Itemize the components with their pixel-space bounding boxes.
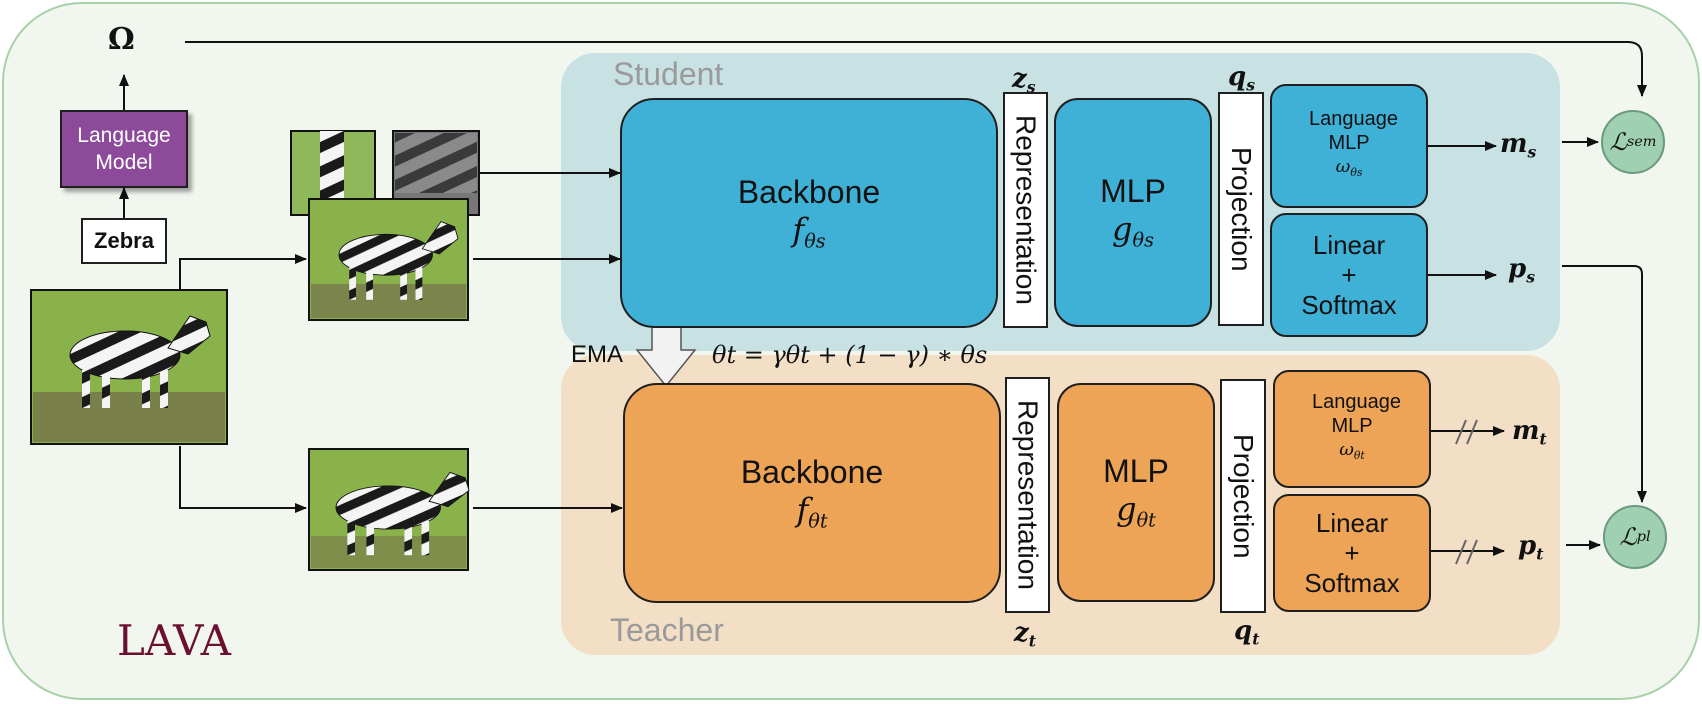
student-plus-label: + <box>1341 260 1357 290</box>
student-linear-label: Linear <box>1312 230 1386 260</box>
input-to-student-view-arrow <box>179 254 307 290</box>
double-slash-icon <box>1455 419 1478 565</box>
student-lmlp-sub: θs <box>1350 165 1363 179</box>
q-t-symbol: qt <box>1234 616 1260 649</box>
student-language-mlp: Language MLP ωθs <box>1270 84 1428 208</box>
language-model-label: Language Model <box>77 124 171 174</box>
student-projection-label: Projection <box>1226 146 1257 272</box>
student-mlp-sub: θs <box>1132 228 1154 252</box>
z-s-symbol: zs <box>1012 64 1036 97</box>
teacher-mlp-symbol: g <box>1116 490 1137 529</box>
teacher-view-icon <box>308 448 470 571</box>
teacher-language-mlp-label: Language MLP <box>1312 391 1401 438</box>
student-label: Student <box>613 56 724 92</box>
teacher-backbone-label: Backbone <box>740 453 884 490</box>
q-s-symbol: qs <box>1228 62 1255 95</box>
ema-label: EMA <box>571 341 624 368</box>
omega-symbol: Ω <box>108 22 135 57</box>
student-projection: Projection <box>1218 92 1264 326</box>
student-backbone: Backbone fθs <box>620 98 998 328</box>
class-name-box: Zebra <box>81 218 167 264</box>
teacher-representation-label: Representation <box>1012 400 1044 590</box>
p-t-symbol: pt <box>1518 531 1544 564</box>
teacher-label: Teacher <box>610 612 724 648</box>
student-representation: Representation <box>1003 92 1048 328</box>
teacher-representation: Representation <box>1005 377 1050 613</box>
teacher-projection-label: Projection <box>1228 433 1259 559</box>
input-to-teacher-view-arrow <box>179 446 307 513</box>
teacher-lmlp-symbol: ω <box>1339 439 1354 461</box>
teacher-mlp-label: MLP <box>1103 453 1169 490</box>
teacher-lmlp-sub: θt <box>1353 448 1365 462</box>
ema-equation: θt = γθt + (1 − γ) ∗ θs <box>712 341 988 369</box>
teacher-backbone: Backbone fθt <box>623 383 1001 603</box>
lava-title: LAVA <box>117 616 231 665</box>
teacher-linear-softmax: Linear + Softmax <box>1273 494 1431 612</box>
m-s-symbol: ms <box>1500 129 1537 162</box>
student-mlp-symbol: g <box>1112 210 1133 249</box>
omega-to-lsem-arrow <box>185 41 1647 97</box>
teacher-mlp-sub: θt <box>1136 508 1156 532</box>
z-t-symbol: zt <box>1014 618 1036 651</box>
zebra-photo-icon <box>30 289 228 445</box>
teacher-mlp: MLP gθt <box>1057 383 1215 602</box>
student-mlp-label: MLP <box>1100 173 1166 210</box>
student-language-mlp-label: Language MLP <box>1309 108 1398 155</box>
teacher-projection: Projection <box>1220 379 1266 613</box>
class-name-label: Zebra <box>94 228 154 253</box>
student-softmax-label: Softmax <box>1301 290 1397 320</box>
p-s-symbol: ps <box>1508 254 1535 287</box>
teacher-softmax-label: Softmax <box>1304 568 1400 598</box>
language-model-block: Language Model <box>60 110 188 188</box>
teacher-plus-label: + <box>1344 538 1360 568</box>
student-lmlp-symbol: ω <box>1335 156 1351 178</box>
teacher-backbone-sub: θt <box>808 509 828 533</box>
m-t-symbol: mt <box>1512 416 1547 449</box>
student-view-icon <box>308 198 469 321</box>
student-backbone-symbol: f <box>792 210 805 249</box>
student-backbone-sub: θs <box>804 229 826 253</box>
teacher-linear-label: Linear <box>1315 508 1389 538</box>
p-s-to-lpl-arrow <box>1562 265 1647 503</box>
student-mlp: MLP gθs <box>1054 98 1212 327</box>
teacher-backbone-symbol: f <box>796 490 809 529</box>
student-linear-softmax: Linear + Softmax <box>1270 213 1428 337</box>
hollow-down-arrow-icon <box>635 326 697 388</box>
teacher-language-mlp: Language MLP ωθt <box>1273 370 1431 488</box>
student-backbone-label: Backbone <box>737 173 881 210</box>
student-representation-label: Representation <box>1010 115 1042 305</box>
